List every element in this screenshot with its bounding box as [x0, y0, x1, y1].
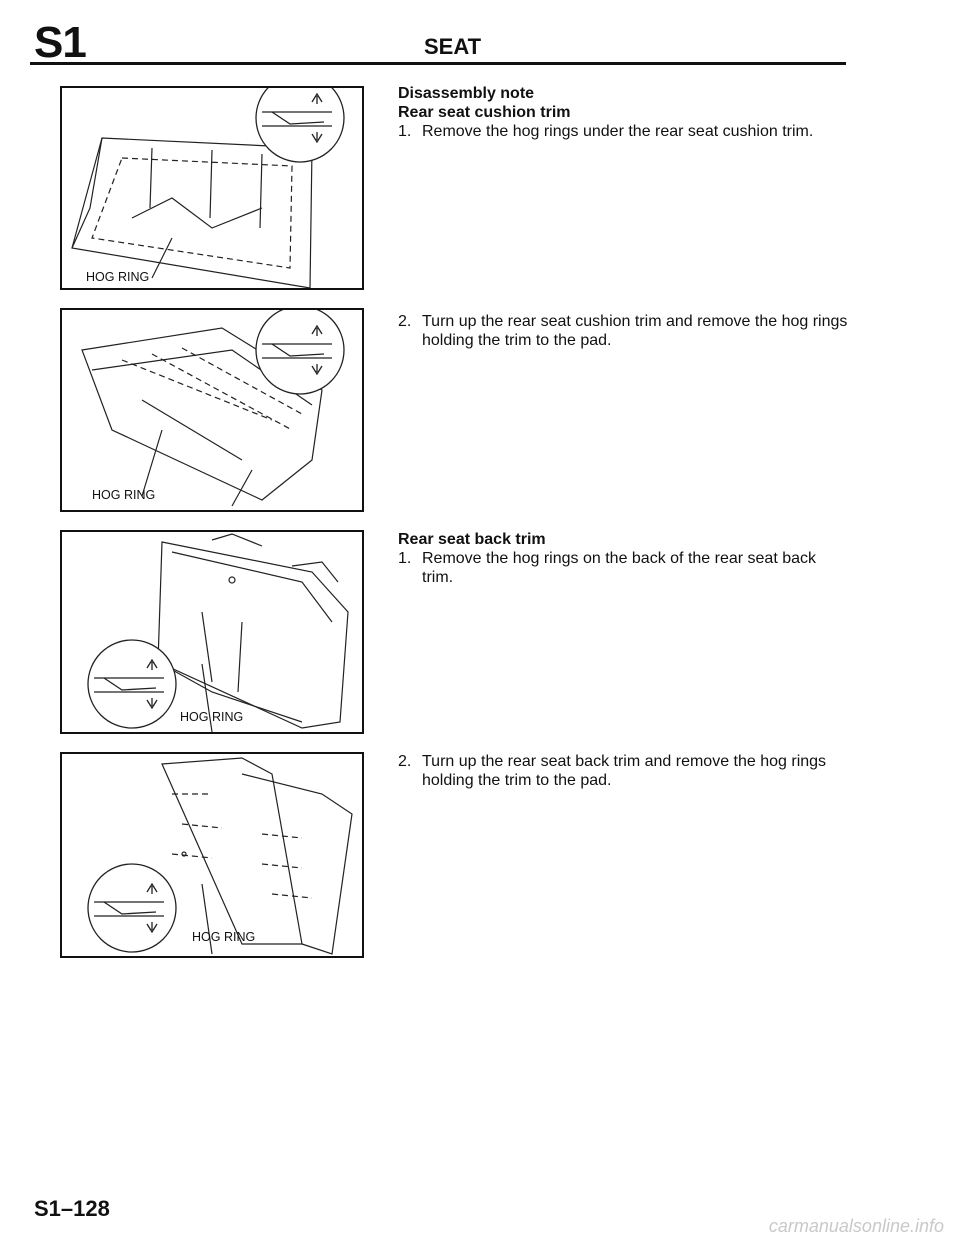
seat-back-rear-drawing: [157, 533, 349, 732]
hog-ring-detail-icon: [255, 88, 345, 163]
back-step-2-block: 2. Turn up the rear seat back trim and r…: [398, 752, 850, 790]
figure-label: HOG RING: [180, 710, 244, 724]
cushion-heading: Rear seat cushion trim: [398, 104, 571, 121]
figure-label: HOG RING: [86, 270, 150, 284]
hog-ring-detail-icon: [87, 639, 177, 729]
section-code: S1: [34, 18, 87, 67]
seat-cushion-underside-drawing: [71, 137, 313, 288]
step-text: Turn up the rear seat back trim and remo…: [422, 753, 827, 789]
back-heading: Rear seat back trim: [398, 531, 546, 548]
cushion-step-1: 1. Remove the hog rings under the rear s…: [398, 122, 850, 141]
cushion-text-block: Disassembly note Rear seat cushion trim …: [398, 84, 850, 141]
step-number: 1.: [398, 123, 412, 140]
step-number: 2.: [398, 753, 412, 770]
figure-cushion-underside: HOG RING: [60, 86, 364, 290]
cushion-step-2: 2. Turn up the rear seat cushion trim an…: [398, 312, 850, 350]
figure-seat-back-trim: HOG RING: [60, 752, 364, 958]
step-text: Remove the hog rings on the back of the …: [422, 550, 817, 586]
figure-cushion-trim: HOG RING: [60, 308, 364, 512]
step-text: Turn up the rear seat cushion trim and r…: [422, 313, 848, 349]
seat-cushion-trim-drawing: [81, 327, 323, 507]
watermark-site: carmanualsonline.info: [768, 1216, 944, 1236]
page-number: S1–128: [34, 1196, 110, 1221]
cushion-step-2-block: 2. Turn up the rear seat cushion trim an…: [398, 312, 850, 350]
disassembly-heading: Disassembly note: [398, 85, 535, 102]
hog-ring-detail-icon: [255, 310, 345, 395]
step-text: Remove the hog rings under the rear seat…: [422, 123, 814, 140]
step-number: 1.: [398, 550, 412, 567]
page-title: SEAT: [424, 34, 482, 59]
step-number: 2.: [398, 313, 412, 330]
header-rule: [30, 62, 846, 65]
seat-back-trim-drawing: [161, 757, 353, 955]
back-step-2: 2. Turn up the rear seat back trim and r…: [398, 752, 850, 790]
figure-label: HOG RING: [192, 930, 256, 944]
back-step-1: 1. Remove the hog rings on the back of t…: [398, 549, 850, 587]
figure-label: HOG RING: [92, 488, 156, 502]
hog-ring-detail-icon: [87, 863, 177, 953]
figure-seat-back-rear: HOG RING: [60, 530, 364, 734]
back-text-block: Rear seat back trim 1. Remove the hog ri…: [398, 530, 850, 587]
